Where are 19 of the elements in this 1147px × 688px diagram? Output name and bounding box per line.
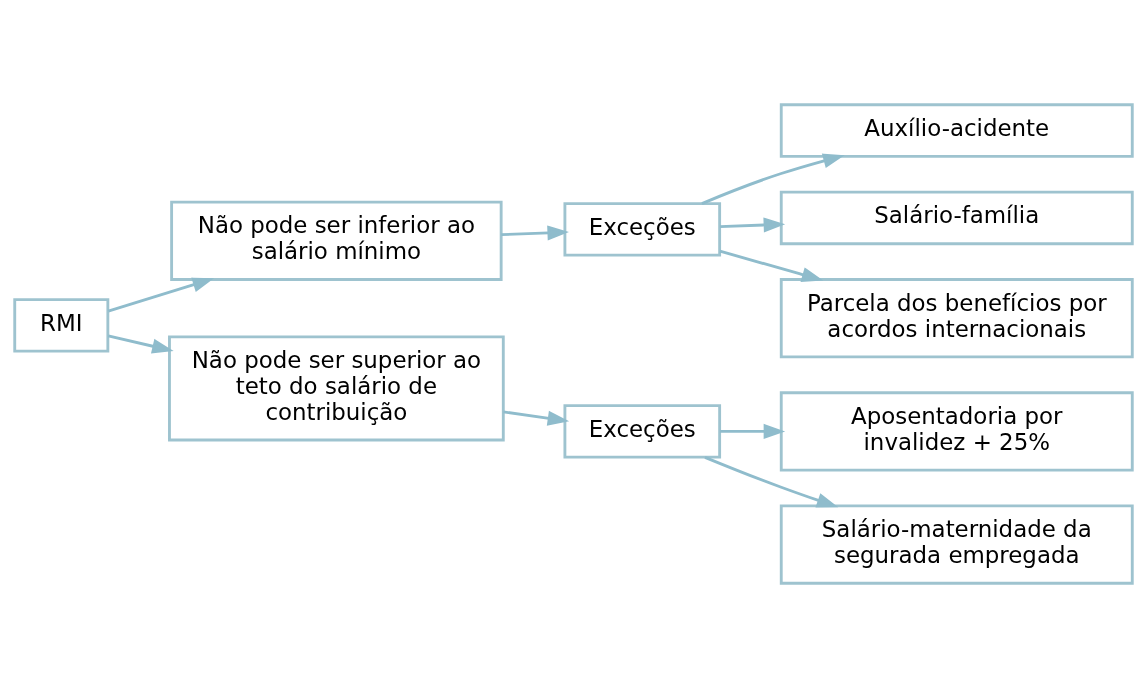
node-box: Exceções — [563, 404, 722, 459]
node-box: Salário-família — [779, 190, 1134, 246]
arrow — [107, 277, 215, 313]
arrow — [704, 456, 839, 508]
node-box: Salário-maternidade da segurada empregada — [779, 504, 1134, 585]
arrow — [107, 334, 174, 354]
node-box: Aposentadoria por invalidez + 25% — [779, 391, 1134, 472]
node-box: Não pode ser inferior ao salário mínimo — [170, 200, 503, 281]
arrow — [501, 225, 569, 241]
arrow — [719, 249, 824, 282]
arrow — [719, 423, 786, 439]
node-box: Parcela dos benefícios por acordos internacionais — [779, 278, 1134, 359]
node-box: Exceções — [563, 202, 722, 257]
arrow — [503, 410, 570, 426]
node-box: Não pode ser superior ao teto do salário de contribuição — [168, 335, 505, 442]
arrow — [701, 153, 845, 205]
node-box: Auxílio-acidente — [779, 103, 1134, 158]
node-box: RMI — [13, 298, 110, 353]
arrow — [719, 217, 786, 233]
